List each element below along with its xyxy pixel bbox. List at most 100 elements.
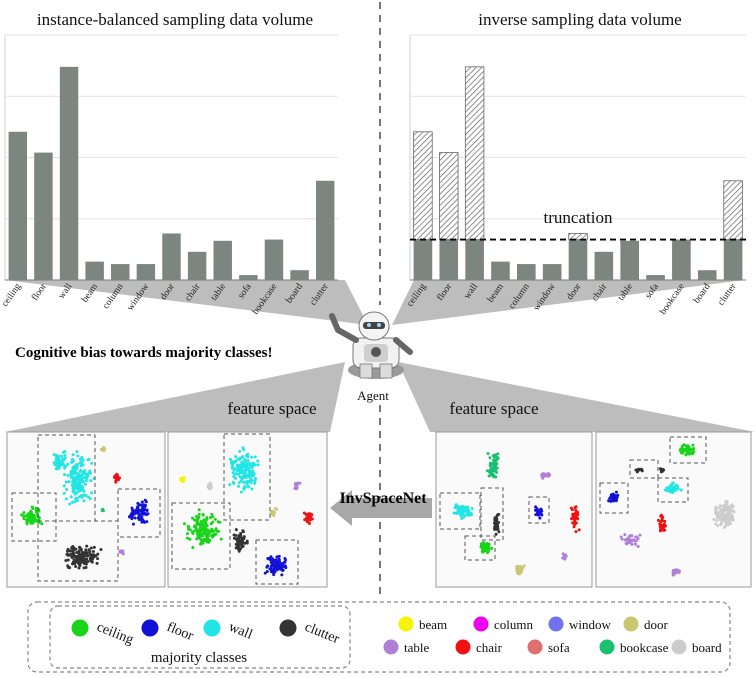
feature-point	[520, 569, 524, 573]
feature-point	[75, 558, 79, 562]
feature-point	[728, 506, 732, 510]
legend-marker	[141, 619, 159, 637]
feature-point	[85, 551, 89, 555]
feature-point	[32, 517, 36, 521]
feature-point	[250, 487, 254, 491]
feature-point	[74, 467, 78, 471]
feature-point	[81, 479, 85, 483]
feature-point	[493, 516, 497, 520]
feature-point	[305, 513, 309, 517]
feature-point	[679, 488, 683, 492]
feature-point	[241, 476, 245, 480]
feature-point	[79, 484, 83, 488]
feature-point	[244, 459, 248, 463]
feature-point	[275, 555, 279, 559]
feature-point	[71, 490, 75, 494]
feature-point	[307, 516, 311, 520]
bar-truncated-part	[723, 180, 743, 240]
feature-point	[237, 536, 241, 540]
feature-point	[574, 514, 578, 518]
bar	[517, 264, 536, 280]
feature-point	[534, 505, 538, 509]
bar	[290, 270, 309, 280]
feature-point	[84, 560, 88, 564]
feature-point	[234, 528, 238, 532]
feature-point	[571, 521, 575, 525]
feature-point	[71, 453, 75, 457]
feature-point	[34, 508, 38, 512]
feature-point	[672, 487, 676, 491]
legend-label: table	[404, 640, 429, 655]
feature-point	[239, 479, 243, 483]
feature-point	[470, 506, 474, 510]
bar	[187, 251, 207, 280]
feature-point	[719, 513, 723, 517]
legend-marker	[623, 616, 639, 632]
feature-point	[611, 492, 615, 496]
feature-point	[140, 518, 144, 522]
feature-point	[682, 443, 686, 447]
cluster-box	[480, 487, 504, 541]
feature-point	[62, 491, 66, 495]
feature-point	[719, 518, 723, 522]
feature-point	[676, 485, 680, 489]
bar	[697, 270, 717, 280]
legend-marker	[671, 639, 687, 655]
feature-point	[680, 450, 684, 454]
feature-point	[186, 527, 190, 531]
feature-point	[662, 468, 666, 472]
feature-point	[95, 561, 99, 565]
feature-point	[489, 466, 493, 470]
feature-point	[274, 558, 278, 562]
feature-point	[209, 522, 213, 526]
feature-point	[194, 526, 198, 530]
feature-point	[280, 563, 284, 567]
feature-point	[724, 505, 728, 509]
agent-label: Agent	[357, 388, 389, 403]
feature-point	[250, 466, 254, 470]
feature-point	[658, 529, 662, 533]
feature-point	[115, 472, 119, 476]
feature-point	[61, 450, 65, 454]
feature-point	[68, 502, 72, 506]
cluster-box	[657, 477, 689, 503]
feature-point	[250, 455, 254, 459]
feature-point	[78, 561, 82, 565]
feature-point	[729, 512, 733, 516]
feature-point	[60, 454, 64, 458]
legend-label: bookcase	[620, 640, 669, 655]
feature-point	[64, 559, 68, 563]
cluster-box	[255, 539, 299, 585]
feature-point	[253, 481, 257, 485]
feature-point	[32, 519, 36, 523]
feature-point	[718, 506, 722, 510]
feature-point	[675, 570, 679, 574]
feature-point	[248, 463, 252, 467]
feature-point	[116, 478, 120, 482]
feature-point	[78, 480, 82, 484]
feature-point	[81, 463, 85, 467]
bar	[111, 264, 130, 280]
feature-point	[65, 488, 69, 492]
x-tick-label: clutter	[716, 281, 739, 307]
feature-point	[572, 525, 576, 529]
feature-point	[256, 459, 260, 463]
feature-point	[143, 498, 147, 502]
feature-point	[86, 458, 90, 462]
feature-point	[207, 530, 211, 534]
feature-point	[73, 500, 77, 504]
feature-point	[681, 447, 685, 451]
feature-point	[72, 478, 76, 482]
feature-point	[25, 514, 29, 518]
feature-point	[85, 476, 89, 480]
feature-point	[518, 572, 522, 576]
feature-point	[636, 544, 640, 548]
feature-point	[243, 475, 247, 479]
feature-point	[85, 544, 89, 548]
feature-point	[241, 529, 245, 533]
feature-point	[714, 508, 718, 512]
feature-point	[253, 455, 257, 459]
feature-point	[187, 525, 191, 529]
feature-point	[571, 512, 575, 516]
feature-point	[137, 503, 141, 507]
